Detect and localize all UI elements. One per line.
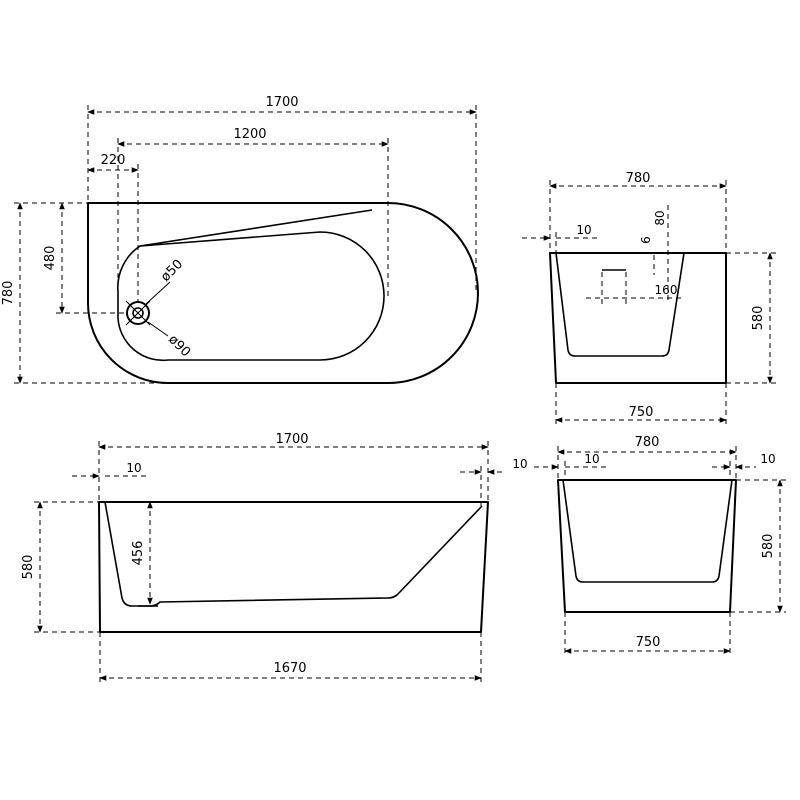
dim-overflow-slot: 6 [639,236,653,244]
end-view-top: 780 10 80 6 160 580 750 [522,171,776,426]
side-view: 1700 10 10 580 456 1670 [21,432,528,684]
dim-end-bottom-rim-left: 10 [584,452,599,466]
end-view-bottom-inner [562,479,733,583]
top-view-outer-shell [87,202,479,384]
drain-icon [125,300,151,326]
dim-side-rim-left: 10 [126,461,141,475]
top-view: 1700 1200 220 780 480 ø50 ø90 [1,95,479,384]
top-view-rim-line [139,209,373,247]
top-view-inner-basin [117,231,385,362]
dim-top-overall-length: 1700 [265,95,298,110]
dim-end-bottom-base: 750 [636,635,661,650]
dim-end-bottom-height: 580 [761,534,776,559]
dim-side-top-length: 1700 [275,432,308,447]
dim-end-bottom-rim-right: 10 [760,452,775,466]
end-view-top-inner [555,252,685,357]
end-view-top-outer [549,252,727,384]
dim-end-top-base: 750 [629,405,654,420]
dim-end-top-height: 580 [751,306,766,331]
dim-side-inner-depth: 456 [131,541,146,566]
end-view-bottom-outer [557,479,737,613]
end-view-bottom: 780 10 10 580 750 [534,435,786,657]
dim-top-overall-width: 780 [1,281,16,306]
dim-side-rim-right: 10 [512,457,527,471]
dim-drain-diameter-outer: ø90 [165,332,193,360]
dim-top-drain-offset: 220 [101,153,126,168]
dim-side-height: 580 [21,555,36,580]
dim-side-base-length: 1670 [273,661,306,676]
side-view-outer [98,501,489,633]
side-view-inner [104,501,483,607]
dim-top-inner-length: 1200 [233,127,266,142]
dim-end-top-width: 780 [626,171,651,186]
dim-drain-diameter-inner: ø50 [158,257,186,285]
dim-end-bottom-width: 780 [635,435,660,450]
dim-overflow-width: 160 [655,283,678,297]
dim-end-top-rim: 10 [576,223,591,237]
dim-top-drain-height: 480 [43,246,58,271]
dim-overflow-height: 80 [653,210,667,225]
